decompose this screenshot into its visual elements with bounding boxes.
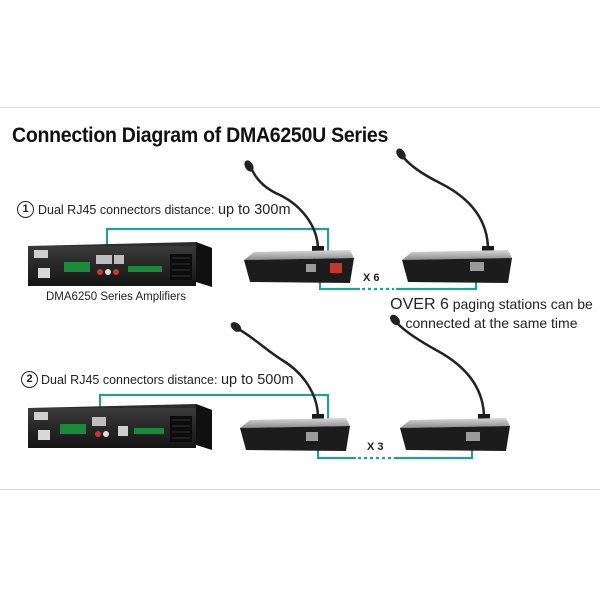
terminal-block-icon <box>64 262 90 272</box>
rj45-port-icon-s1b <box>470 262 484 271</box>
paging-station-1a <box>244 160 354 283</box>
row-1-caption: Dual RJ45 connectors distance: up to 300… <box>38 202 291 218</box>
paging-station-1b <box>396 148 512 283</box>
rj45-port-icon-s2a <box>306 432 318 441</box>
amplifier-label: DMA6250 Series Amplifiers <box>46 291 186 303</box>
row-2-distance: up to 500m <box>220 372 294 388</box>
microphone-icon <box>244 160 254 172</box>
power-socket-icon <box>38 268 50 278</box>
red-panel-icon <box>330 263 342 273</box>
rj45-port-icon-3 <box>92 417 106 426</box>
microphone-icon-3 <box>230 322 242 332</box>
paging-station-2b <box>390 314 510 451</box>
top-frame-line <box>0 107 600 108</box>
rj45-port-icon-2 <box>114 255 124 264</box>
rj45-port-icon-s2b <box>466 432 480 441</box>
row-1-distance: up to 300m <box>217 202 291 218</box>
amplifier-device-2 <box>28 404 212 450</box>
amplifier-device-1 <box>28 242 212 287</box>
ce-mark-icon <box>34 250 48 258</box>
note-line2: connected at the same time <box>405 315 578 331</box>
bottom-frame-line <box>0 489 600 490</box>
note-over-count: OVER 6 <box>390 296 449 313</box>
paging-station-2a <box>230 322 350 451</box>
row-2-multiplier: X 3 <box>367 441 384 453</box>
capacity-note: OVER 6 paging stations can be connected … <box>384 295 599 333</box>
row-1-caption-text: Dual RJ45 connectors distance: <box>38 203 218 217</box>
terminal-block-icon-2 <box>60 424 86 434</box>
row-1-multiplier: X 6 <box>363 272 380 284</box>
row-2-caption: Dual RJ45 connectors distance: up to 500… <box>41 372 294 388</box>
fan-grille-icon <box>170 254 192 280</box>
row-2-caption-text: Dual RJ45 connectors distance: <box>41 373 221 387</box>
rj45-port-icon <box>96 255 112 264</box>
step-1-badge: 1 <box>17 201 34 218</box>
diagram-title: Connection Diagram of DMA6250U Series <box>12 124 389 147</box>
microphone-icon-2 <box>396 148 406 160</box>
power-socket-icon-2 <box>38 430 50 440</box>
note-line1-rest: paging stations can be <box>448 296 593 312</box>
fan-grille-icon-2 <box>170 416 192 442</box>
step-2-badge: 2 <box>21 371 38 388</box>
rj45-port-icon-s1a <box>306 264 316 272</box>
ce-mark-icon-2 <box>34 412 48 420</box>
microphone-icon-4 <box>390 314 400 326</box>
